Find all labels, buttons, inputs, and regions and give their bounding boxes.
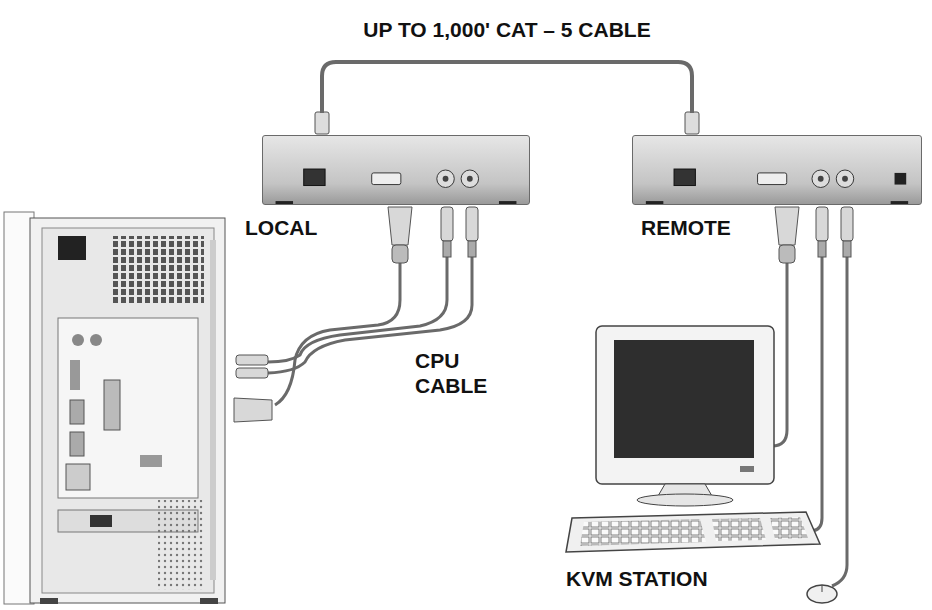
- unit-label: REMOTE: [641, 216, 731, 240]
- cable-label: UP TO 1,000' CAT – 5 CABLE: [359, 17, 654, 42]
- extender-unit: LOCAL: [262, 135, 530, 205]
- monitor: [596, 326, 774, 506]
- station-plugs: [775, 207, 853, 263]
- mouse: [807, 585, 837, 603]
- keyboard: [566, 512, 820, 552]
- extender-unit: REMOTE: [632, 135, 922, 205]
- part-label: KVM STATION: [566, 566, 766, 591]
- unit-label: LOCAL: [245, 216, 317, 240]
- rj45-plug: [315, 112, 699, 134]
- cat5-cable: [322, 62, 692, 113]
- port-panel: [263, 136, 529, 204]
- part-label: CPU CABLE: [415, 348, 505, 398]
- pc-tower: [4, 212, 225, 604]
- port-panel: [633, 136, 921, 204]
